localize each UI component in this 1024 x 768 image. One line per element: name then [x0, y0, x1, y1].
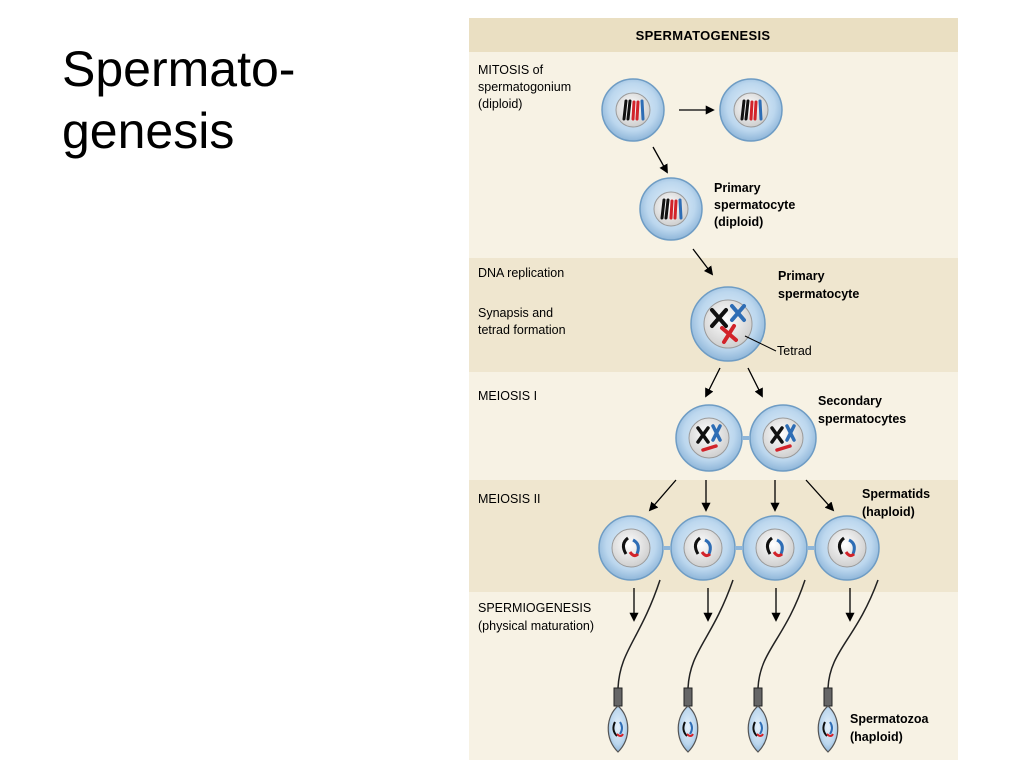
spermatid-cell-2 — [670, 515, 736, 581]
arrow-meiosis2-1 — [648, 479, 677, 512]
label-spermatozoa-1: Spermatozoa — [850, 712, 930, 726]
arrow-meiosis1-right — [747, 367, 763, 398]
label-primary-diploid-1: Primary — [714, 181, 761, 195]
spermatid-cell-1 — [598, 515, 664, 581]
label-meiosis-1: MEIOSIS I — [478, 389, 537, 403]
spermatozoon-4 — [817, 687, 839, 753]
spermatozoon-3 — [747, 687, 769, 753]
spermatogonium-cell-2 — [719, 78, 783, 142]
label-mitosis-3: (diploid) — [478, 97, 522, 111]
figure-header: SPERMATOGENESIS — [636, 28, 771, 43]
arrow-meiosis2-4 — [805, 479, 835, 512]
slide-title-line1: Spermato- — [62, 41, 296, 97]
label-spermatids-1: Spermatids — [862, 487, 930, 501]
label-primary-diploid-2: spermatocyte — [714, 198, 795, 212]
label-synapsis-2: tetrad formation — [478, 323, 566, 337]
label-synapsis-1: Synapsis and — [478, 306, 553, 320]
slide-title-line2: genesis — [62, 103, 235, 159]
sperm-tail-3 — [757, 579, 806, 689]
label-spermiogenesis-2: (physical maturation) — [478, 619, 594, 633]
label-spermatozoa-2: (haploid) — [850, 730, 903, 744]
arrow-to-primary — [652, 146, 668, 174]
label-secondary-2: spermatocytes — [818, 412, 906, 426]
panel-spermiogenesis — [469, 592, 958, 760]
spermatid-cell-4 — [814, 515, 880, 581]
label-spermiogenesis-1: SPERMIOGENESIS — [478, 601, 591, 615]
spermatid-cell-3 — [742, 515, 808, 581]
label-primary-diploid-3: (diploid) — [714, 215, 763, 229]
tetrad-pointer — [744, 335, 777, 352]
label-mitosis-2: spermatogonium — [478, 80, 571, 94]
spermatozoon-1 — [607, 687, 629, 753]
label-primary-2: spermatocyte — [778, 287, 859, 301]
slide-title: Spermato- genesis — [62, 38, 402, 162]
arrow-to-replication — [692, 248, 714, 276]
label-secondary-1: Secondary — [818, 394, 882, 408]
panel-mitosis — [469, 52, 958, 258]
label-meiosis-2: MEIOSIS II — [478, 492, 541, 506]
secondary-spermatocyte-cell-2 — [749, 404, 817, 472]
spermatozoon-2 — [677, 687, 699, 753]
label-dna-replication: DNA replication — [478, 266, 564, 280]
panel-header — [469, 18, 958, 52]
spermatogonium-cell-1 — [601, 78, 665, 142]
label-primary-1: Primary — [778, 269, 825, 283]
sperm-tail-4 — [827, 579, 879, 689]
label-tetrad: Tetrad — [777, 344, 812, 358]
label-mitosis-1: MITOSIS of — [478, 63, 544, 77]
primary-spermatocyte-tetrad-cell — [690, 286, 766, 362]
arrow-meiosis1-left — [705, 367, 721, 398]
primary-spermatocyte-diploid-cell — [639, 177, 703, 241]
sperm-tail-1 — [617, 579, 661, 689]
secondary-spermatocyte-cell-1 — [675, 404, 743, 472]
sperm-tail-2 — [687, 579, 734, 689]
label-spermatids-2: (haploid) — [862, 505, 915, 519]
